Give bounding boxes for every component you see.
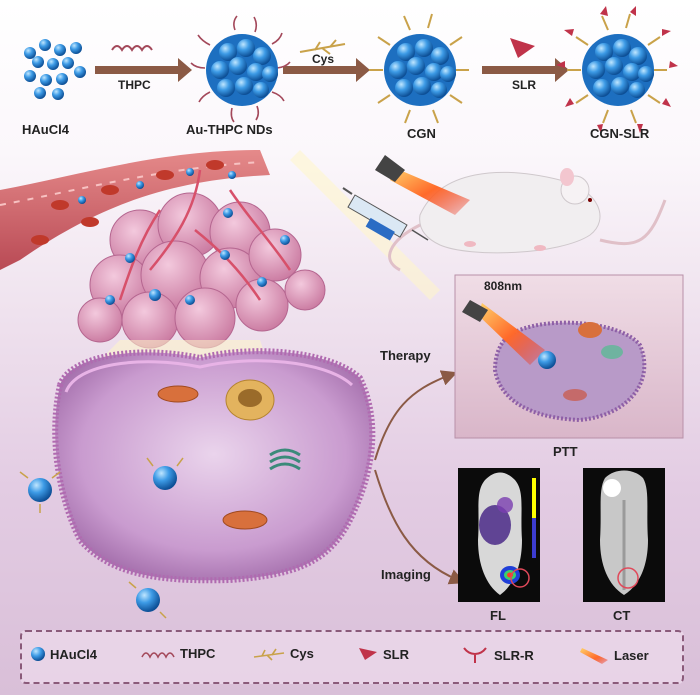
legend-label-slr: SLR bbox=[383, 646, 409, 662]
imaging-label: Imaging bbox=[381, 567, 431, 582]
stage-label-haucl4: HAuCl4 bbox=[22, 122, 69, 137]
syringe-icon bbox=[342, 187, 429, 241]
sphere-icon bbox=[31, 647, 45, 661]
laser-icon bbox=[580, 648, 608, 664]
thpc-icon bbox=[141, 651, 175, 659]
cell-illustration bbox=[19, 348, 376, 619]
arrow-label-slr: SLR bbox=[512, 78, 536, 92]
arrow-label-thpc: THPC bbox=[118, 78, 151, 92]
slr-r-icon bbox=[463, 647, 487, 663]
legend-label-thpc: THPC bbox=[180, 646, 216, 661]
laser-beam-mouse bbox=[375, 155, 470, 215]
legend-item-slr: SLR bbox=[357, 646, 409, 662]
legend-item-haucl4: HAuCl4 bbox=[30, 646, 97, 662]
legend-item-cys: Cys bbox=[252, 646, 314, 661]
fl-image bbox=[458, 468, 540, 602]
ct-label: CT bbox=[613, 608, 631, 623]
haucl4-particles-icon bbox=[24, 39, 86, 100]
synthesis-arrows bbox=[95, 58, 569, 82]
legend-label-cys: Cys bbox=[290, 646, 314, 661]
legend-item-laser: Laser bbox=[580, 646, 649, 664]
stage-label-cgn-slr: CGN-SLR bbox=[590, 126, 650, 141]
legend-box: HAuCl4 THPC Cys SLR SLR-R Laser bbox=[20, 630, 684, 684]
mouse-illustration bbox=[388, 168, 667, 272]
legend-item-slr-r: SLR-R bbox=[460, 646, 534, 664]
thpc-icon bbox=[111, 45, 153, 52]
legend-label-haucl4: HAuCl4 bbox=[50, 646, 97, 662]
legend-item-thpc: THPC bbox=[140, 646, 215, 661]
ct-image bbox=[583, 468, 665, 602]
blood-vessel bbox=[0, 150, 270, 270]
legend-label-laser: Laser bbox=[614, 647, 649, 663]
cys-icon bbox=[253, 648, 285, 661]
ptt-panel bbox=[454, 274, 684, 439]
cgn-icon bbox=[369, 13, 469, 124]
tumor-mass bbox=[77, 169, 326, 349]
stage-label-cgn: CGN bbox=[407, 126, 436, 141]
slr-icon bbox=[510, 38, 535, 58]
stage-label-au-thpc: Au-THPC NDs bbox=[186, 122, 273, 137]
laser-wavelength-label: 808nm bbox=[484, 279, 523, 293]
legend-label-slr-r: SLR-R bbox=[494, 647, 534, 663]
cgn-slr-icon bbox=[556, 6, 678, 133]
cys-icon bbox=[299, 39, 346, 55]
arrow-label-cys: Cys bbox=[312, 52, 335, 66]
au-thpc-nd-icon bbox=[190, 15, 291, 123]
branch-arrows bbox=[374, 370, 466, 585]
slr-icon bbox=[359, 648, 377, 660]
fl-label: FL bbox=[490, 608, 506, 623]
ptt-label: PTT bbox=[553, 444, 578, 459]
therapy-label: Therapy bbox=[380, 348, 431, 363]
